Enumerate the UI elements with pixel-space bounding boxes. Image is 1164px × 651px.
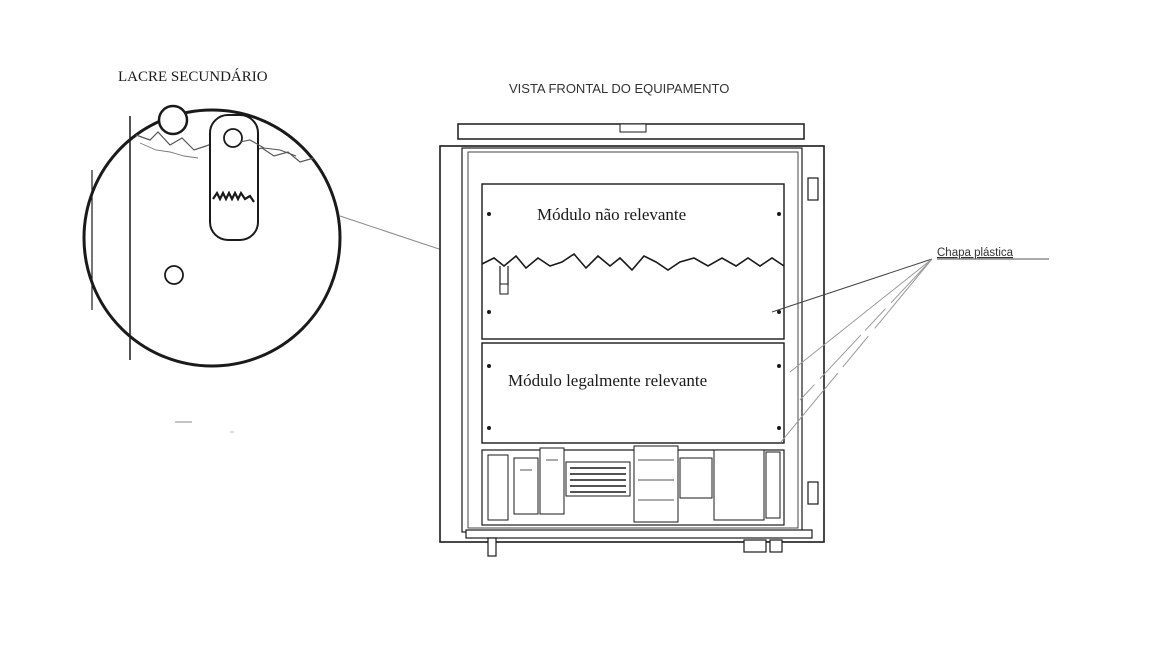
module-seal-tear [481, 252, 785, 272]
plastic-plate-leader-lines [771, 258, 933, 449]
upper-module-panel [481, 183, 785, 340]
front-view-title: VISTA FRONTAL DO EQUIPAMENTO [509, 81, 729, 96]
plastic-plate-label: Chapa plástica [937, 247, 1014, 259]
seal-strap [209, 114, 259, 241]
seal-number-mark [212, 190, 255, 203]
lower-module-panel [481, 342, 785, 444]
upper-module-label: Módulo não relevante [537, 205, 686, 224]
seal-detail-title: LACRE SECUNDÁRIO [118, 68, 268, 85]
hole-icon [164, 265, 184, 285]
din-rail-components [481, 445, 785, 526]
seal-detail-magnifier [82, 104, 342, 368]
lower-module-label: Módulo legalmente relevante [508, 371, 707, 390]
bolt-icon [157, 104, 189, 136]
